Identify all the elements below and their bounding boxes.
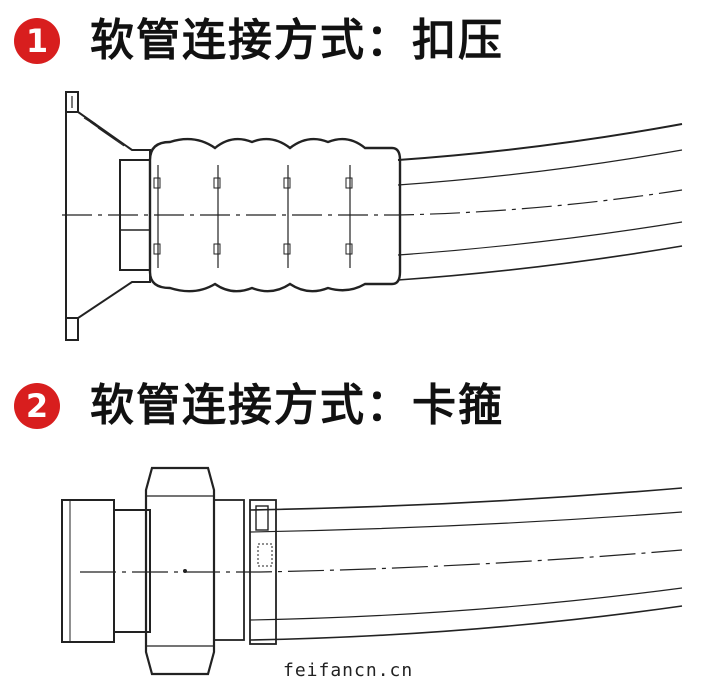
section-1-number: 1 <box>25 22 49 60</box>
section-1-title: 软管连接方式：扣压 <box>90 15 504 66</box>
clamp-hose-body <box>80 487 683 641</box>
crimped-ferrule <box>148 137 402 293</box>
section-2-number: 2 <box>25 387 49 425</box>
hose-body <box>62 123 683 281</box>
threaded-end-fitting <box>61 499 151 643</box>
hex-nut <box>144 466 245 676</box>
section-1-number-badge: 1 <box>14 18 60 64</box>
section-2-number-badge: 2 <box>14 383 60 429</box>
crimp-connection-diagram <box>62 91 683 341</box>
watermark-text: feifancn.cn <box>283 660 414 681</box>
section-2-header: 2 软管连接方式：卡箍 <box>14 383 504 429</box>
hose-clamp <box>249 499 277 645</box>
section-2-title: 软管连接方式：卡箍 <box>90 380 504 431</box>
flange-fitting <box>65 91 151 341</box>
section-1-header: 1 软管连接方式：扣压 <box>14 18 504 64</box>
